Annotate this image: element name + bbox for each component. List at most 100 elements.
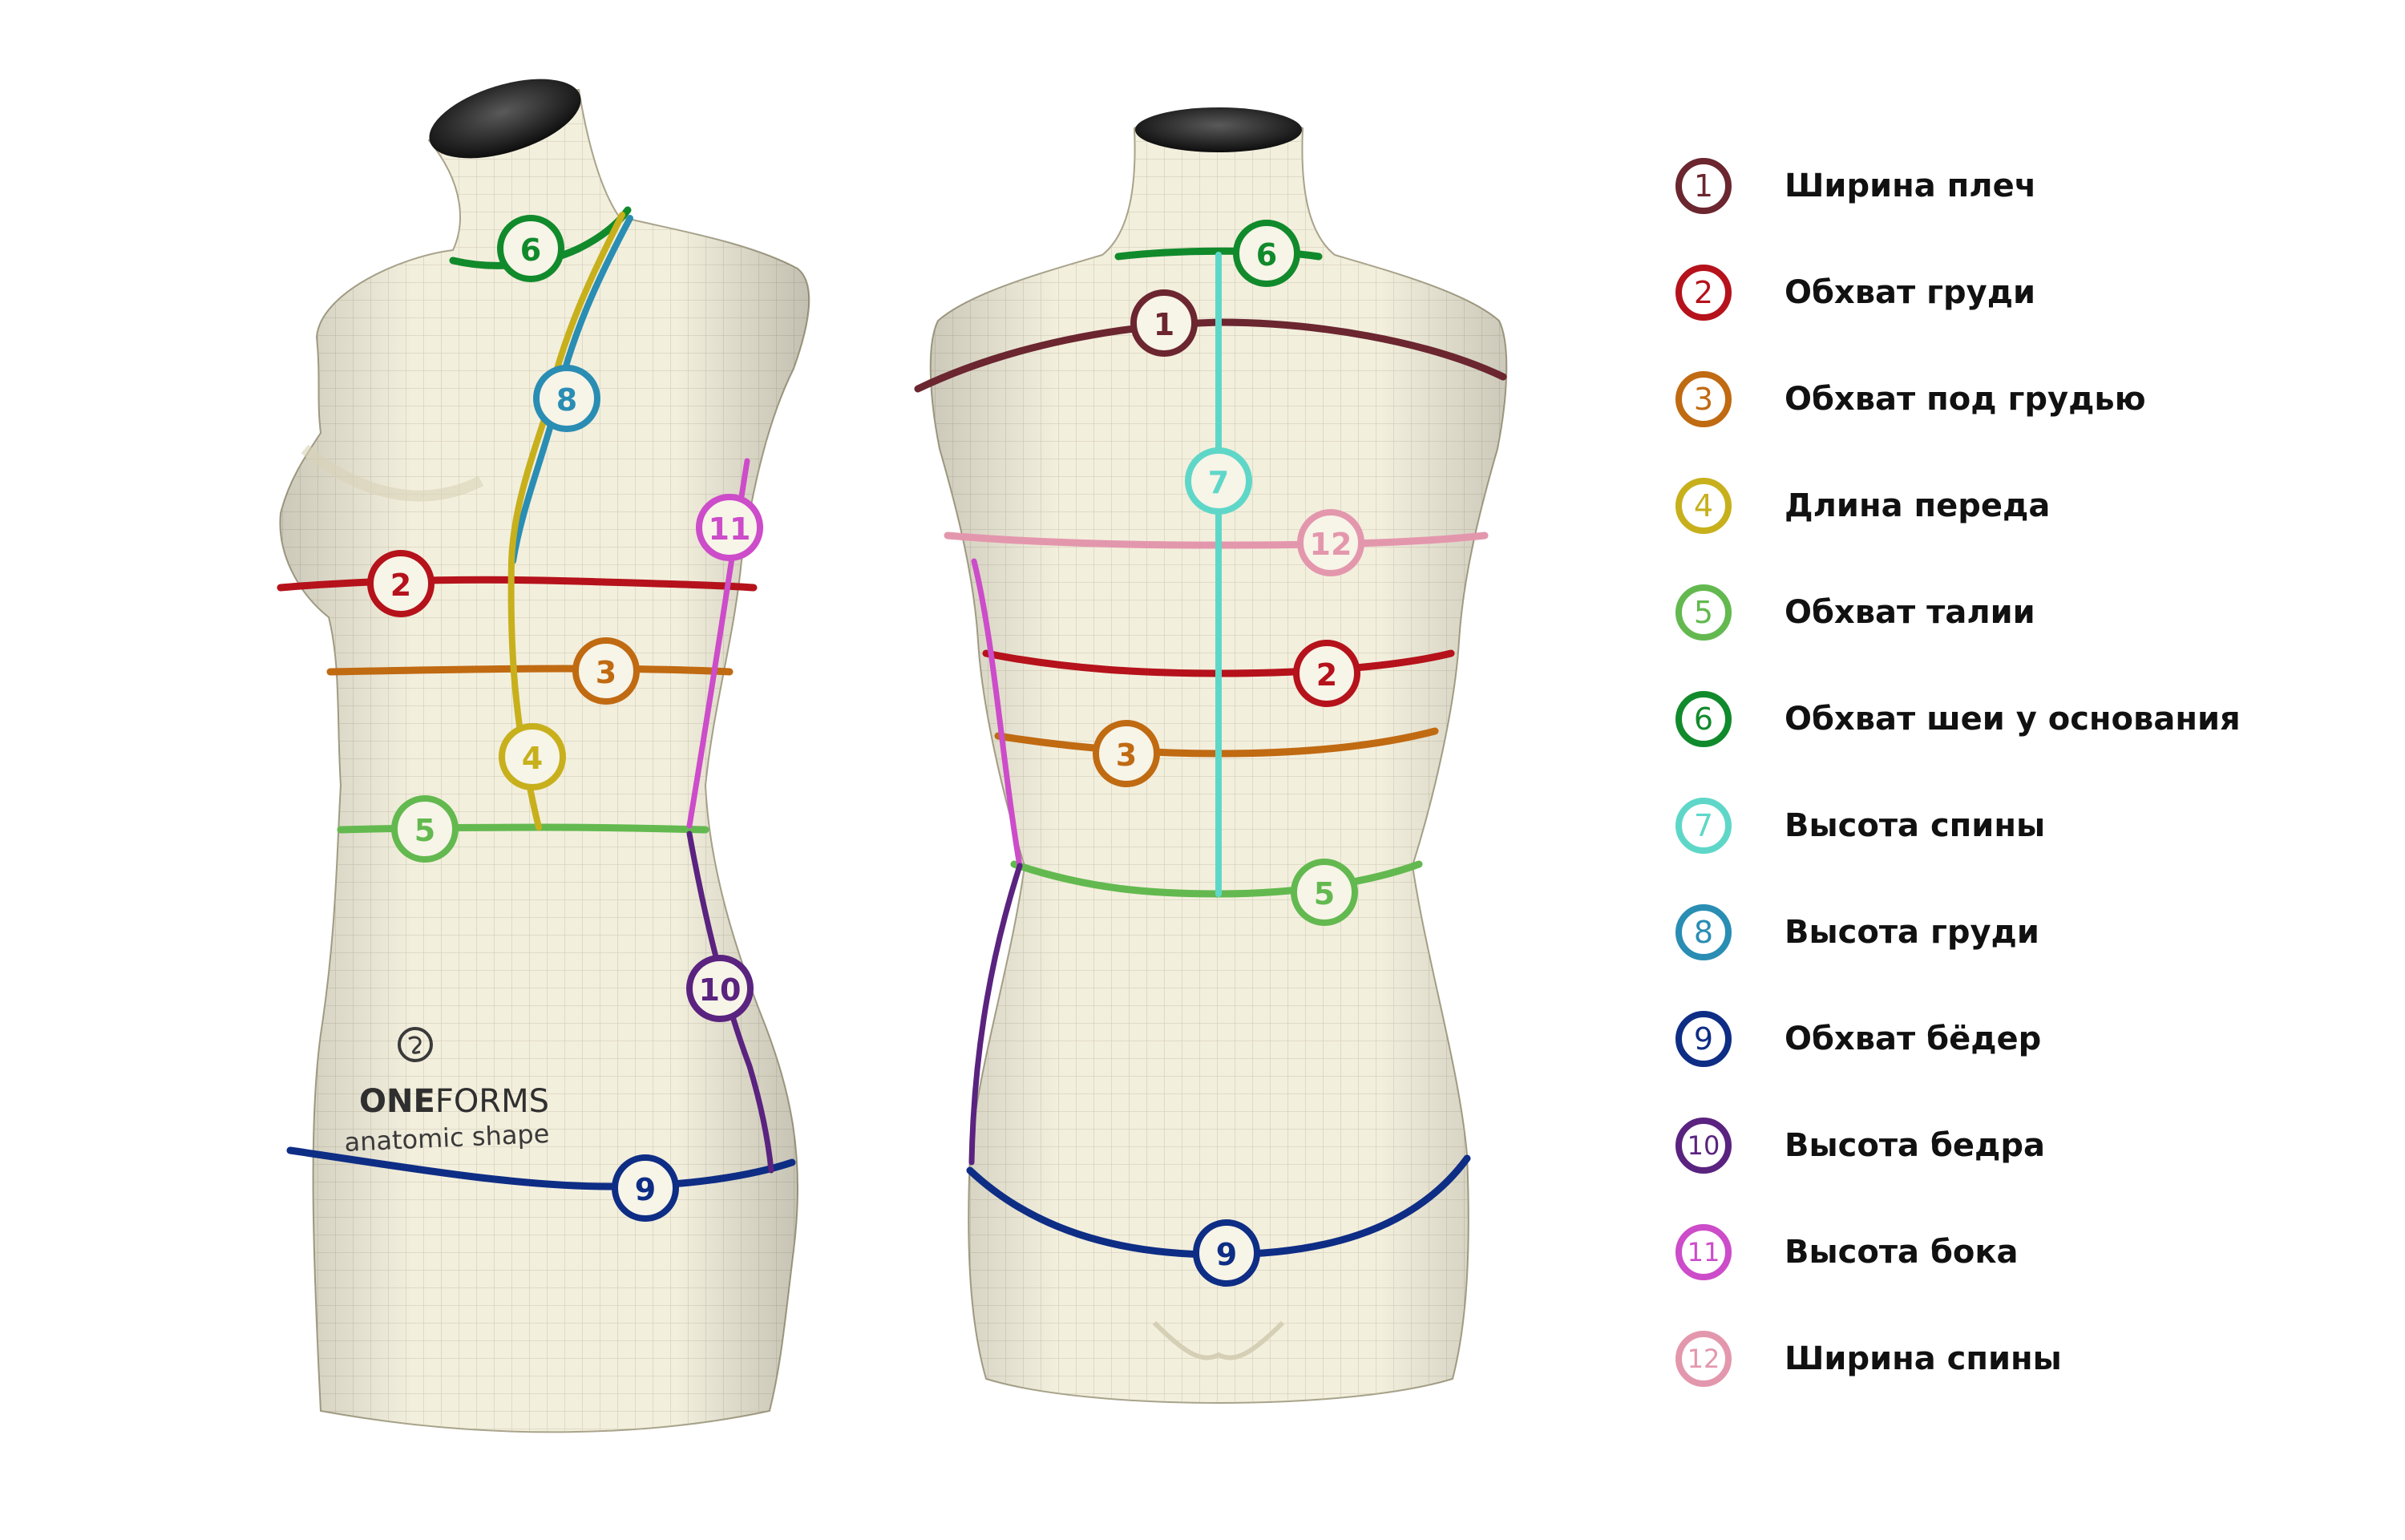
legend-label-7: Высота спины — [1785, 806, 2046, 844]
legend-badge-2: 2 — [1675, 264, 1732, 321]
badge-number-4: 4 — [522, 741, 543, 776]
badge-ring-2 — [367, 550, 435, 617]
legend-badge-7: 7 — [1675, 797, 1732, 854]
legend-badge-3: 3 — [1675, 370, 1732, 427]
badge-ring-12 — [1297, 509, 1364, 576]
brand-logo-icon — [398, 1027, 433, 1062]
badge-number-1: 1 — [1154, 307, 1174, 342]
legend-label-12: Ширина спины — [1785, 1340, 2062, 1377]
legend-label-9: Обхват бёдер — [1785, 1020, 2042, 1057]
badge-number-12: 12 — [1310, 527, 1352, 562]
brand-name-bold: ONE — [359, 1083, 435, 1120]
badge-number-7: 7 — [1208, 465, 1229, 500]
badge-6-front: 6 — [497, 215, 564, 282]
badge-ring-3 — [1093, 720, 1160, 787]
badge-number-8: 8 — [556, 382, 577, 418]
badge-3-front: 3 — [572, 637, 640, 705]
badge-ring-1 — [1130, 289, 1198, 357]
badge-1-back: 1 — [1130, 289, 1198, 357]
legend-label-10: Высота бедра — [1785, 1126, 2045, 1164]
back-line-10-hip-height — [968, 863, 1023, 1166]
badge-2-back: 2 — [1293, 640, 1360, 707]
badge-9-back: 9 — [1193, 1219, 1260, 1287]
front-line-4-front-length — [507, 212, 625, 831]
badge-9-front: 9 — [612, 1154, 679, 1222]
legend-label-5: Обхват талии — [1785, 593, 2035, 631]
legend-label-1: Ширина плеч — [1785, 167, 2037, 204]
legend-label-4: Длина переда — [1785, 487, 2051, 524]
badge-7-back: 7 — [1185, 447, 1252, 515]
legend-item-5: 5 Обхват талии — [1675, 559, 2381, 665]
badge-5-back: 5 — [1291, 859, 1358, 926]
legend-item-4: 4 Длина переда — [1675, 452, 2381, 559]
legend-label-8: Высота груди — [1785, 913, 2039, 951]
legend: 1 Ширина плеч 2 Обхват груди 3 Обхват под гру… — [1675, 132, 2381, 1412]
badge-2-front: 2 — [367, 550, 435, 617]
badge-8-front: 8 — [533, 365, 600, 432]
badge-4-front: 4 — [499, 723, 566, 790]
badge-number-11: 11 — [709, 511, 751, 547]
badge-number-9: 9 — [1216, 1237, 1237, 1272]
legend-badge-1: 1 — [1675, 157, 1732, 214]
back-neck-cap — [1135, 107, 1302, 152]
front-line-3-underbust — [326, 665, 734, 676]
legend-item-10: 10 Высота бедра — [1675, 1092, 2381, 1198]
badge-6-back: 6 — [1233, 220, 1300, 287]
legend-item-8: 8 Высота груди — [1675, 879, 2381, 985]
badge-5-front: 5 — [391, 795, 459, 863]
badge-number-10: 10 — [699, 972, 742, 1008]
back-line-11-side — [971, 558, 1023, 869]
legend-item-2: 2 Обхват груди — [1675, 239, 2381, 346]
badge-number-6: 6 — [1256, 237, 1277, 273]
svg-text:ONEFORMS: ONEFORMS — [359, 1083, 549, 1120]
badge-ring-6 — [497, 215, 564, 282]
badge-10-front: 10 — [686, 955, 754, 1022]
badge-ring-8 — [533, 365, 600, 432]
legend-badge-10: 10 — [1675, 1117, 1732, 1174]
legend-item-7: 7 Высота спины — [1675, 772, 2381, 879]
badge-ring-6 — [1233, 220, 1300, 287]
brand-name-light: FORMS — [435, 1083, 549, 1120]
legend-badge-11: 11 — [1675, 1223, 1732, 1280]
legend-item-11: 11 Высота бока — [1675, 1198, 2381, 1305]
badge-ring-9 — [612, 1154, 679, 1222]
front-line-10-hip-height — [686, 831, 774, 1174]
badge-12-back: 12 — [1297, 509, 1364, 576]
legend-badge-5: 5 — [1675, 584, 1732, 641]
badge-number-2: 2 — [1316, 657, 1337, 693]
badge-number-9: 9 — [635, 1172, 656, 1207]
badge-number-5: 5 — [414, 813, 435, 848]
front-neck-cap — [429, 79, 581, 159]
legend-badge-8: 8 — [1675, 903, 1732, 960]
legend-badge-4: 4 — [1675, 477, 1732, 534]
legend-badge-6: 6 — [1675, 690, 1732, 747]
badge-ring-11 — [696, 494, 763, 561]
badge-ring-7 — [1185, 447, 1252, 515]
legend-item-9: 9 Обхват бёдер — [1675, 985, 2381, 1092]
legend-label-2: Обхват груди — [1785, 273, 2036, 311]
legend-label-3: Обхват под грудью — [1785, 380, 2146, 418]
badge-ring-3 — [572, 637, 640, 705]
badge-11-front: 11 — [696, 494, 763, 561]
badge-ring-5 — [1291, 859, 1358, 926]
badge-ring-2 — [1293, 640, 1360, 707]
legend-item-1: 1 Ширина плеч — [1675, 132, 2381, 239]
legend-label-11: Высота бока — [1785, 1233, 2019, 1271]
badge-number-5: 5 — [1314, 876, 1335, 911]
front-line-9-hip — [286, 1146, 796, 1190]
badge-number-6: 6 — [520, 232, 541, 268]
badge-number-3: 3 — [596, 655, 616, 690]
legend-item-3: 3 Обхват под грудью — [1675, 346, 2381, 452]
badge-ring-5 — [391, 795, 459, 863]
badge-ring-10 — [686, 955, 754, 1022]
badge-ring-4 — [499, 723, 566, 790]
legend-badge-9: 9 — [1675, 1010, 1732, 1067]
badge-number-2: 2 — [390, 568, 411, 603]
badge-ring-9 — [1193, 1219, 1260, 1287]
measurement-badges: 6 8 11 2 3 4 5 10 9 6 1 7 12 2 3 5 9 — [367, 215, 1364, 1287]
badge-3-back: 3 — [1093, 720, 1160, 787]
